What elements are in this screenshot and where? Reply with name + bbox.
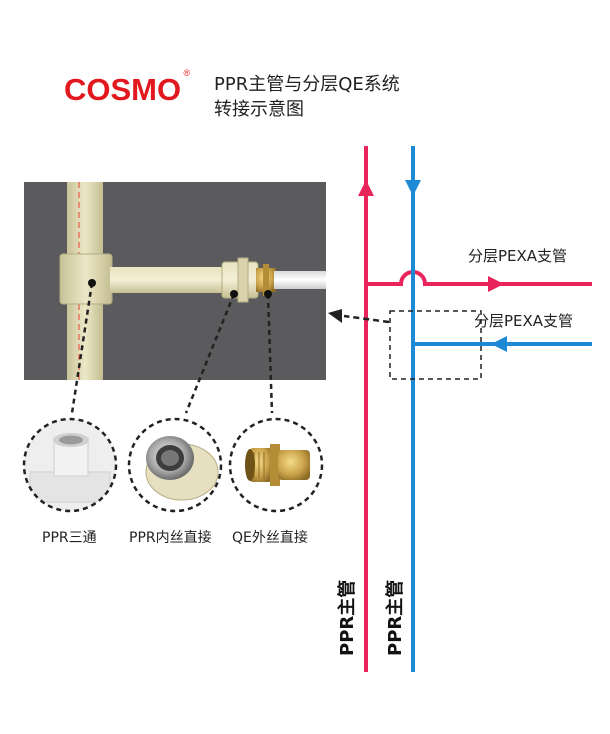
cosmo-logo: COSMO ® <box>64 68 190 108</box>
branch-label-lower: 分层PEXA支管 <box>474 312 574 330</box>
main-label-blue: PPR主管 <box>385 579 406 656</box>
red-branch-right-arrow-icon <box>488 276 504 292</box>
blue-branch-left-arrow-icon <box>491 336 507 352</box>
blue-main-pipe <box>405 146 421 672</box>
detail-leader <box>328 309 390 324</box>
ppr-tee-fitting-icon <box>22 417 118 513</box>
title-line-2: 转接示意图 <box>214 99 304 120</box>
red-main-up-arrow-icon <box>358 180 374 196</box>
callout-dot-qe <box>264 290 272 298</box>
pipe-assembly-photo <box>24 182 326 380</box>
page-title: PPR主管与分层QE系统 转接示意图 <box>214 72 400 122</box>
branch-label-upper: 分层PEXA支管 <box>468 247 568 265</box>
caption-qe-male-coupling: QE外丝直接 <box>232 530 308 546</box>
main-label-red: PPR主管 <box>337 579 358 656</box>
red-branch-pipe <box>366 270 592 292</box>
caption-ppr-tee: PPR三通 <box>42 530 97 546</box>
registered-mark: ® <box>183 68 191 78</box>
brand-name: COSMO <box>64 72 182 107</box>
caption-ppr-female-coupling: PPR内丝直接 <box>129 530 212 546</box>
title-line-1: PPR主管与分层QE系统 <box>214 74 400 95</box>
detail-box <box>389 310 482 380</box>
callout-lines <box>70 282 274 414</box>
red-main-pipe <box>358 146 374 672</box>
blue-branch-pipe <box>413 336 592 352</box>
callout-dot-coupling <box>230 290 238 298</box>
blue-main-down-arrow-icon <box>405 180 421 196</box>
qe-male-thread-coupling-icon <box>228 417 324 513</box>
ppr-female-thread-coupling-icon <box>127 417 223 513</box>
leader-arrow-icon <box>328 309 342 323</box>
callout-dot-tee <box>88 279 96 287</box>
